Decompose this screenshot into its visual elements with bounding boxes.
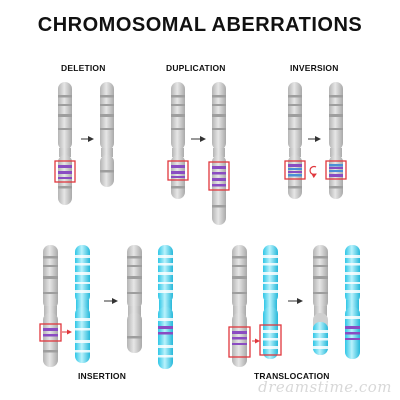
chromosome-translocation-gray-result	[313, 245, 328, 355]
chromosome-insertion-blue-original	[75, 245, 90, 363]
label-deletion: DELETION	[61, 63, 106, 73]
label-duplication: DUPLICATION	[166, 63, 226, 73]
label-translocation: TRANSLOCATION	[254, 371, 330, 381]
chromosome-duplication-result	[208, 82, 230, 225]
chromosome-insertion-gray-original	[39, 245, 62, 367]
chromosome-insertion-gray-result	[127, 245, 142, 353]
chromosome-duplication-original	[167, 82, 189, 199]
circular-arrow-icon	[309, 165, 317, 179]
chromosome-translocation-gray-original	[228, 245, 251, 367]
chromosome-inversion-original	[284, 82, 306, 199]
page-title: CHROMOSOMAL ABERRATIONS	[37, 14, 363, 36]
chromosome-insertion-blue-result	[158, 245, 173, 369]
watermark: dreamstime.com	[258, 378, 392, 396]
chromosome-translocation-blue-original	[259, 245, 282, 359]
label-inversion: INVERSION	[290, 63, 339, 73]
chromosome-translocation-blue-result	[345, 245, 360, 359]
chromosome-inversion-result	[325, 82, 347, 199]
label-insertion: INSERTION	[78, 371, 127, 381]
chromosome-deletion-result	[100, 82, 114, 187]
chromosome-deletion-original	[54, 82, 76, 205]
